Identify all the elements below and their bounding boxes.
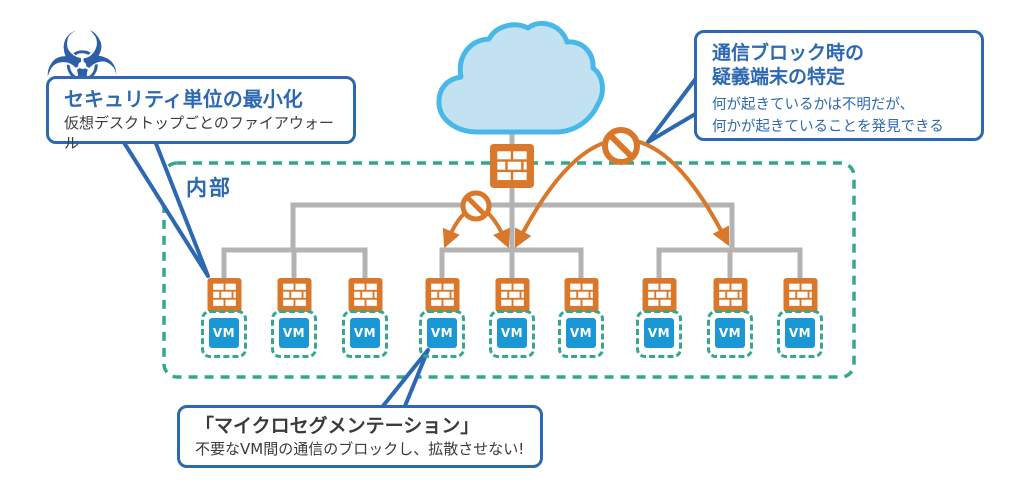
vm-unit-6: VM [558,278,604,358]
callout-block-detection-title-line2: 疑義端末の特定 [712,66,846,88]
vm-box: VM [350,318,380,348]
firewall-icon [564,278,599,312]
vm-segment-border: VM [489,310,535,358]
vm-segment-border: VM [271,310,317,358]
network-tree-lines [221,119,803,283]
callout-block-detection-body-line2: 何かが起きていることを発見できる [712,119,944,135]
callout-block-detection-body-line1: 何が起きているかは不明だが、 [712,97,915,113]
firewall-icon [495,278,530,312]
vm-box: VM [279,318,309,348]
callout-microsegmentation-body: 不要なVM間の通信のブロックし、拡散させない! [195,440,525,458]
vm-segment-border: VM [636,310,682,358]
vm-box: VM [209,318,239,348]
vm-segment-border: VM [419,310,465,358]
vm-segment-border: VM [558,310,604,358]
vm-box: VM [427,318,457,348]
callout-block-detection-body: 何が起きているかは不明だが、 何かが起きていることを発見できる [712,94,966,138]
internal-zone-label: 内部 [186,176,232,200]
callout-block-detection: 通信ブロック時の 疑義端末の特定 何が起きているかは不明だが、 何かが起きている… [694,30,984,141]
firewall-icon [207,278,242,312]
callout-security-unit-body: 仮想デスクトップごとのファイアウォール [64,114,334,152]
vm-box: VM [566,318,596,348]
pointer-microsegmentation-callout [381,348,430,408]
firewall-icon [348,278,383,312]
vm-segment-border: VM [777,310,823,358]
vm-box: VM [785,318,815,348]
callout-microsegmentation-title: 「マイクロセグメンテーション」 [195,415,480,437]
firewall-icon [713,278,748,312]
vm-box: VM [644,318,674,348]
vm-segment-border: VM [707,310,753,358]
vm-box: VM [497,318,527,348]
callout-security-unit: セキュリティ単位の最小化 仮想デスクトップごとのファイアウォール [46,76,356,152]
firewall-icon [642,278,677,312]
pointer-block-detection-callout [646,75,699,144]
prohibition-icon-small [460,190,492,222]
firewall-icon [277,278,312,312]
gateway-firewall-icon [489,144,535,188]
vm-box: VM [715,318,745,348]
internal-zone-border [162,161,856,379]
prohibition-icon-large [602,127,640,165]
vm-unit-4: VM [419,278,465,358]
callout-block-detection-title-line1: 通信ブロック時の [712,42,865,64]
vm-unit-1: VM [201,278,247,358]
vm-unit-5: VM [489,278,535,358]
vm-unit-7: VM [636,278,682,358]
callout-security-unit-title: セキュリティ単位の最小化 [64,87,303,111]
vm-segment-border: VM [201,310,247,358]
vm-unit-8: VM [707,278,753,358]
vm-segment-border: VM [342,310,388,358]
threat-cloud [436,21,605,135]
firewall-icon [425,278,460,312]
firewall-icon [783,278,818,312]
callout-microsegmentation: 「マイクロセグメンテーション」 不要なVM間の通信のブロックし、拡散させない! [177,405,543,468]
vm-unit-2: VM [271,278,317,358]
vm-unit-9: VM [777,278,823,358]
vm-unit-3: VM [342,278,388,358]
pointer-security-unit-callout [121,139,210,278]
